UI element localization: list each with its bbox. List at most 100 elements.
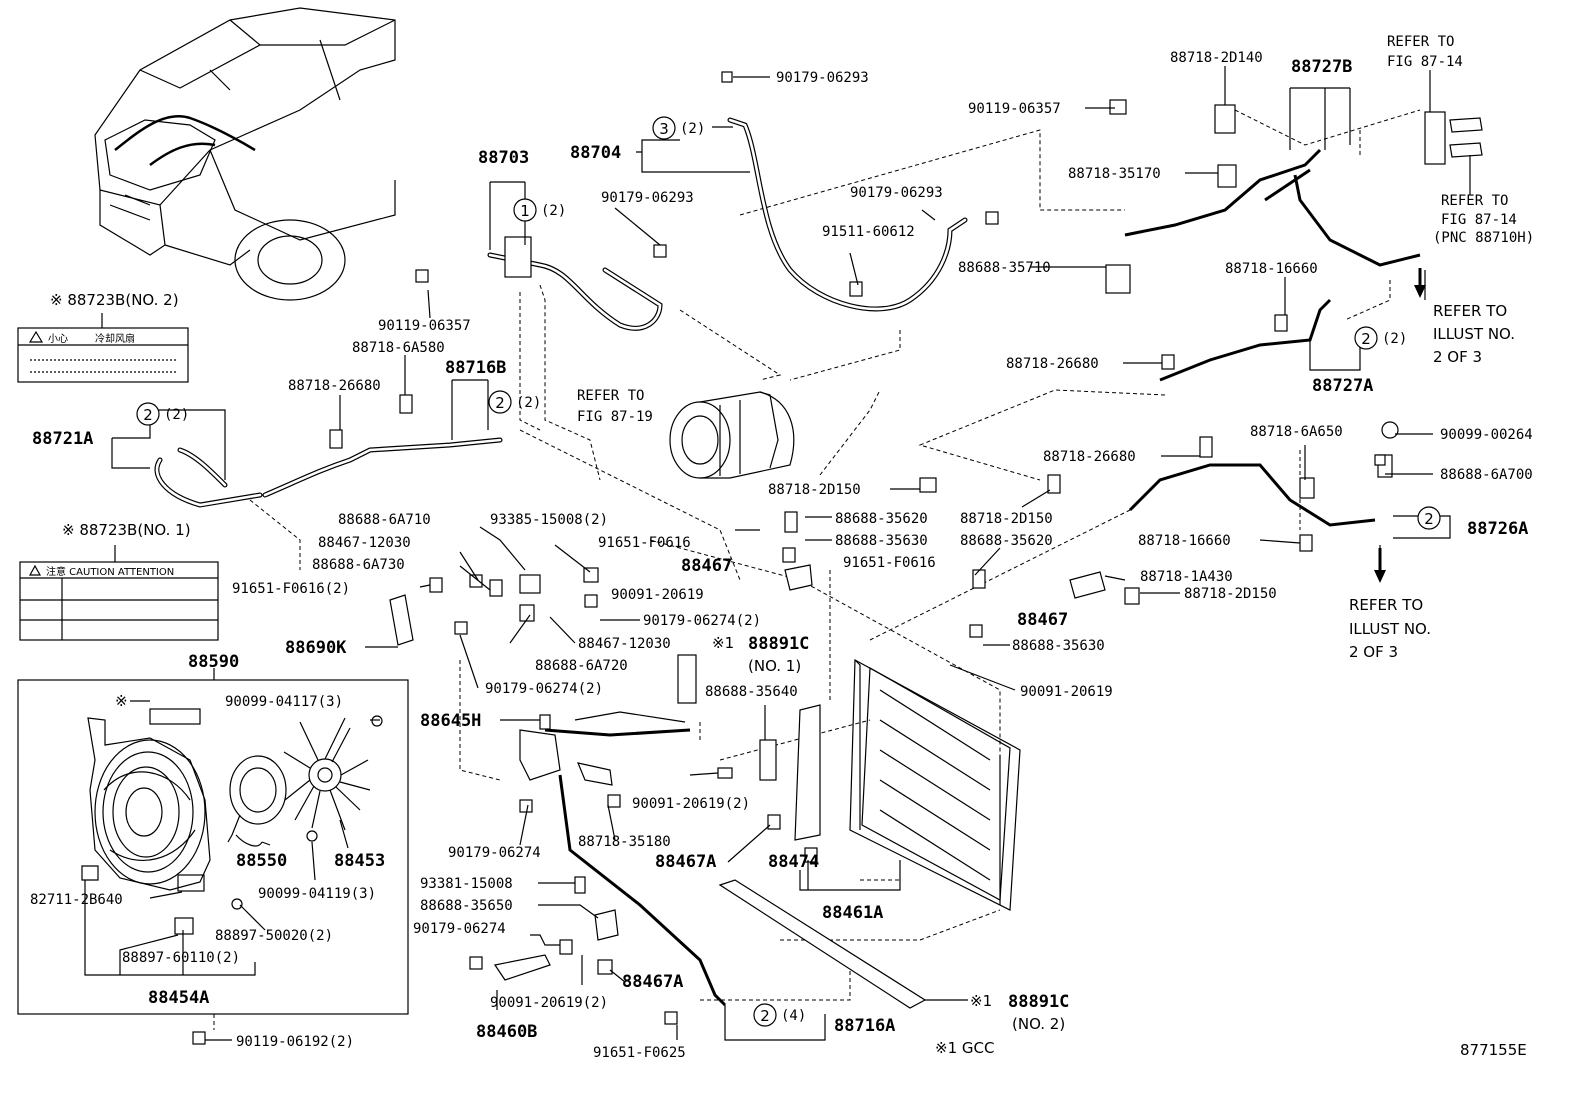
- label-90179-06293-b: 90179-06293: [850, 185, 943, 201]
- svg-text:(2): (2): [516, 395, 541, 411]
- label-91651-F0625: 91651-F0625: [593, 1045, 686, 1061]
- callout-1: 1 (2): [513, 198, 566, 222]
- label-88718-16660-b: 88718-16660: [1138, 533, 1231, 549]
- label-88897-60110: 88897-60110(2): [122, 950, 240, 966]
- label-88727A: 88727A: [1312, 376, 1373, 396]
- label-88716B: 88716B: [445, 358, 506, 378]
- label-91651-F0616-b: 91651-F0616: [843, 555, 936, 571]
- label-88590: 88590: [188, 652, 239, 672]
- label-88704: 88704: [570, 143, 621, 163]
- reference-lines: [213, 109, 1421, 1030]
- label-88688-35630-b: 88688-35630: [1012, 638, 1105, 654]
- svg-text:(2): (2): [541, 203, 566, 219]
- label-90099-00264: 90099-00264: [1440, 427, 1533, 443]
- label-88474: 88474: [768, 852, 819, 872]
- label-88688-35650: 88688-35650: [420, 898, 513, 914]
- label-x1-gcc: ※1 GCC: [935, 1039, 994, 1057]
- label-88461A: 88461A: [822, 903, 883, 923]
- label-82711-2B640: 82711-2B640: [30, 892, 123, 908]
- label-refer-87-14-r-a: REFER TO: [1441, 193, 1508, 209]
- label-refer-illust-a1: REFER TO: [1433, 302, 1507, 320]
- label-90091-20619-d: 90091-20619(2): [490, 995, 608, 1011]
- label-88897-50020: 88897-50020(2): [215, 928, 333, 944]
- label-88550: 88550: [236, 851, 287, 871]
- refer-arrows: [1374, 268, 1426, 583]
- label-88460B: 88460B: [476, 1022, 537, 1042]
- label-refer-illust-b1: REFER TO: [1349, 596, 1423, 614]
- label-refer-87-14-top-b: FIG 87-14: [1387, 54, 1463, 70]
- label-90099-04117: 90099-04117(3): [225, 694, 343, 710]
- label-88718-2D150-b: 88718-2D150: [960, 511, 1053, 527]
- callout-3: 3 (2): [652, 116, 705, 140]
- label-90091-20619-c: 90091-20619(2): [632, 796, 750, 812]
- svg-text:注意 CAUTION ATTENTION: 注意 CAUTION ATTENTION: [46, 565, 174, 578]
- label-88688-6A730: 88688-6A730: [312, 557, 405, 573]
- label-88467A-b: 88467A: [622, 972, 683, 992]
- label-88891C-1-no: (NO. 1): [748, 657, 801, 675]
- label-88891C-2: 88891C: [1008, 992, 1069, 1012]
- svg-text:2: 2: [143, 406, 153, 424]
- label-93381-15008: 93381-15008: [420, 876, 513, 892]
- label-90179-06293-top: 90179-06293: [776, 70, 869, 86]
- label-91651-F0616-c: 91651-F0616(2): [232, 581, 350, 597]
- label-93385-15008: 93385-15008(2): [490, 512, 608, 528]
- label-88721A: 88721A: [32, 429, 93, 449]
- label-88703: 88703: [478, 148, 529, 168]
- label-90099-04119: 90099-04119(3): [258, 886, 376, 902]
- label-88453: 88453: [334, 851, 385, 871]
- svg-text:(2): (2): [1382, 331, 1407, 347]
- label-88723b-no1: ※ 88723B(NO. 1): [62, 521, 191, 539]
- label-88726A: 88726A: [1467, 519, 1528, 539]
- label-88645H: 88645H: [420, 711, 481, 731]
- svg-text:2: 2: [1424, 510, 1434, 528]
- label-88467A-a: 88467A: [655, 852, 716, 872]
- label-88723b-no1: 注意 CAUTION ATTENTION: [19, 545, 219, 641]
- label-88718-6A580: 88718-6A580: [352, 340, 445, 356]
- label-x-fan: ※: [115, 692, 128, 710]
- label-refer-illust-a3: 2 OF 3: [1433, 348, 1482, 366]
- label-88688-35640: 88688-35640: [705, 684, 798, 700]
- label-88718-26680-c: 88718-26680: [1043, 449, 1136, 465]
- label-88716A: 88716A: [834, 1016, 895, 1036]
- label-88891C-1: 88891C: [748, 634, 809, 654]
- label-88891C-2-no: (NO. 2): [1012, 1015, 1065, 1033]
- label-refer-87-14-top-a: REFER TO: [1387, 34, 1454, 50]
- label-90091-20619-b: 90091-20619: [611, 587, 704, 603]
- vehicle-illustration: [94, 7, 396, 301]
- label-88718-2D150-a: 88718-2D150: [768, 482, 861, 498]
- label-88688-6A700: 88688-6A700: [1440, 467, 1533, 483]
- callout-2-88726a: 2: [1417, 506, 1441, 530]
- svg-text:2: 2: [495, 394, 505, 412]
- label-90179-06274-b: 90179-06274(2): [485, 681, 603, 697]
- svg-text:(2): (2): [680, 121, 705, 137]
- svg-text:2: 2: [1361, 330, 1371, 348]
- label-88718-16660-a: 88718-16660: [1225, 261, 1318, 277]
- label-90179-06274-c: 90179-06274: [448, 845, 541, 861]
- label-refer-illust-b3: 2 OF 3: [1349, 643, 1398, 661]
- callout-2-pipe: 2 (2): [488, 390, 541, 414]
- label-refer-illust-b2: ILLUST NO.: [1349, 620, 1431, 638]
- label-88718-26680-a: 88718-26680: [288, 378, 381, 394]
- label-88688-35620-a: 88688-35620: [835, 511, 928, 527]
- label-88688-35620-b: 88688-35620: [960, 533, 1053, 549]
- callout-2-88727a: 2 (2): [1354, 326, 1407, 350]
- label-88718-1A430: 88718-1A430: [1140, 569, 1233, 585]
- callout-2-hose: 2 (2): [136, 402, 189, 426]
- label-88467-a: 88467: [681, 556, 732, 576]
- label-88718-26680-b: 88718-26680: [1006, 356, 1099, 372]
- compressor: [669, 391, 795, 479]
- svg-text:(2): (2): [164, 407, 189, 423]
- components: [192, 71, 1483, 1045]
- label-88688-35710: 88688-35710: [958, 260, 1051, 276]
- label-88688-6A720: 88688-6A720: [535, 658, 628, 674]
- label-91651-F0616-a: 91651-F0616: [598, 535, 691, 551]
- label-88727B: 88727B: [1291, 57, 1352, 77]
- label-90179-06293-a: 90179-06293: [601, 190, 694, 206]
- callout-2-88716a: 2 (4): [753, 1003, 806, 1027]
- label-88718-35180: 88718-35180: [578, 834, 671, 850]
- callouts: 3 (2) 1 (2) 2 (2) 2 (2) 2 (2) 2 (4): [136, 116, 1441, 1027]
- label-88723b-no2: 小心 冷却风扇: [17, 313, 189, 383]
- figure-code: 877155E: [1460, 1041, 1527, 1059]
- label-refer-87-19-a: REFER TO: [577, 388, 644, 404]
- label-refer-87-19-b: FIG 87-19: [577, 409, 653, 425]
